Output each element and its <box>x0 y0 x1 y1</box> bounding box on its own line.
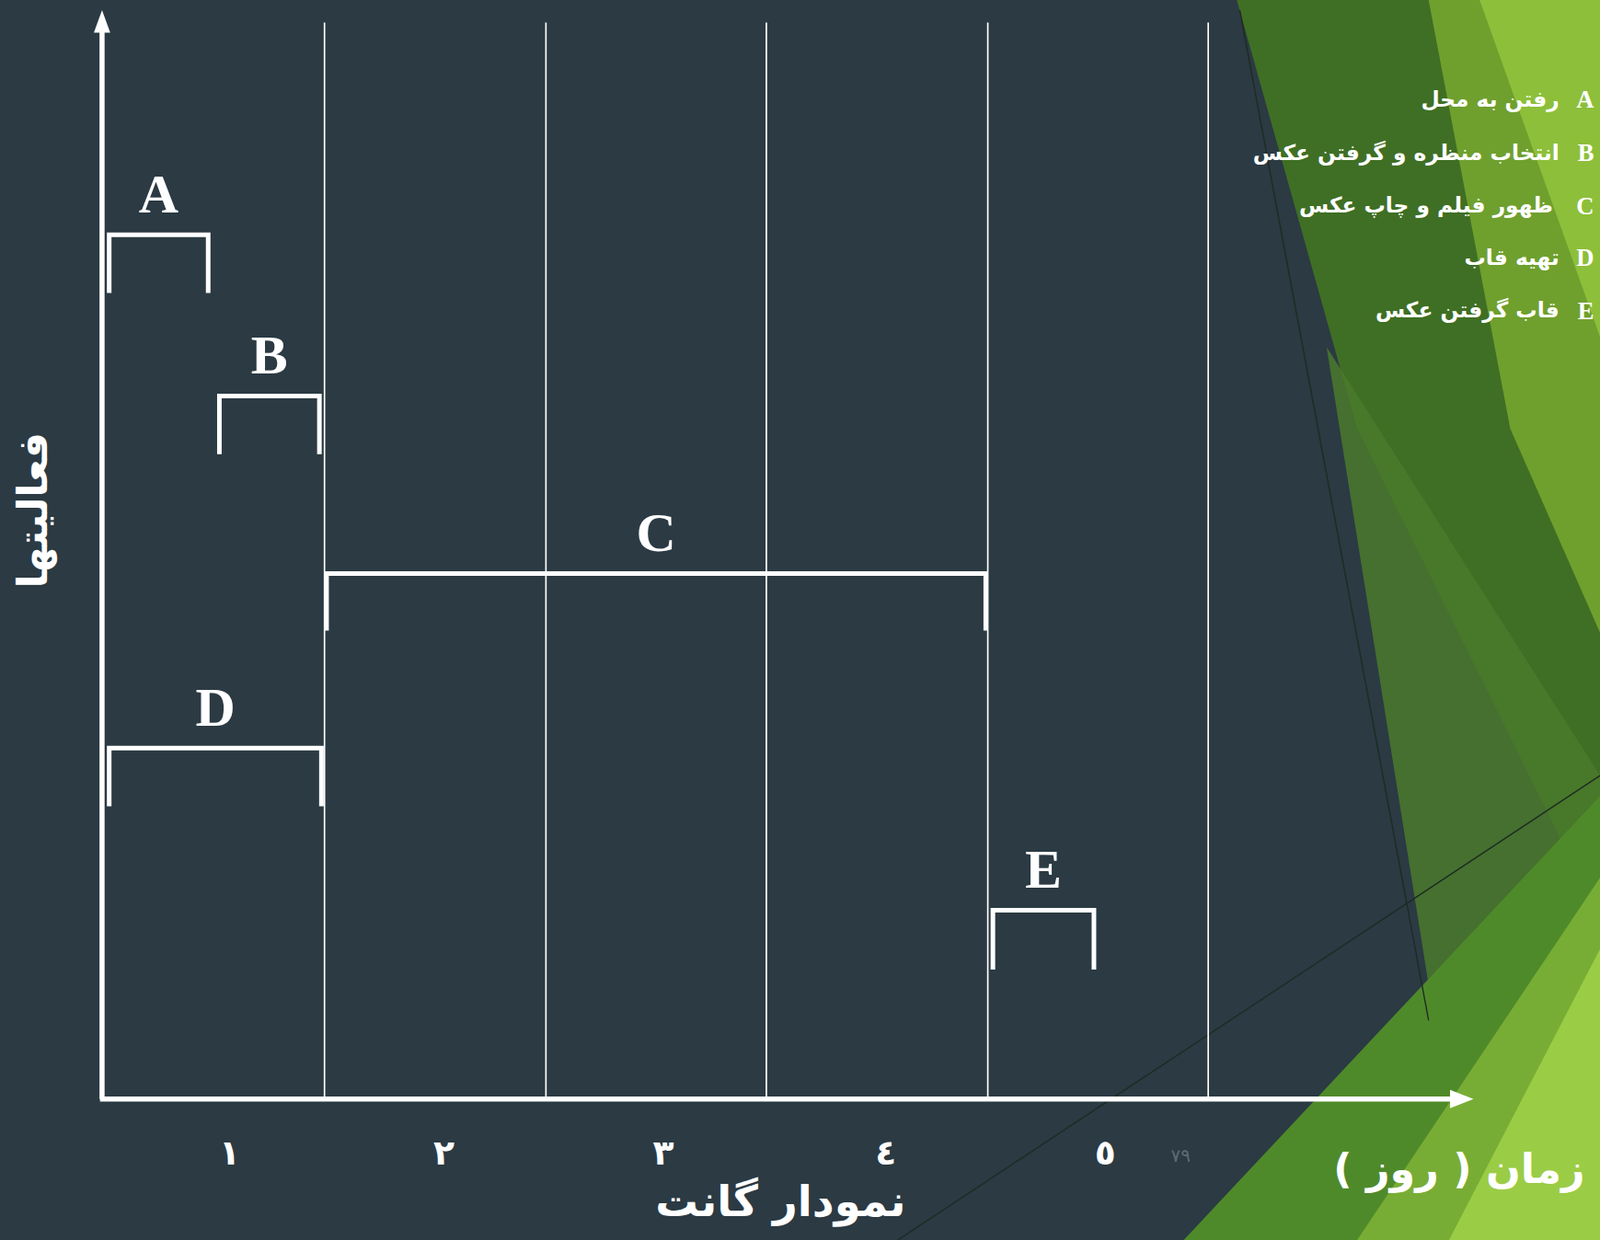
bar-line <box>326 573 986 631</box>
bar-line <box>109 748 323 806</box>
day-number: ٤ <box>874 1132 897 1175</box>
page-number: ٧٩ <box>1171 1144 1191 1167</box>
legend-letter: B <box>1577 138 1595 168</box>
legend-letter: E <box>1577 296 1595 326</box>
axes <box>93 10 1474 1109</box>
activity-letter: B <box>217 322 322 389</box>
gantt-bar: A <box>106 161 210 293</box>
legend-text: تهیه قاب <box>1463 245 1559 272</box>
gantt-bar: E <box>990 837 1096 970</box>
gantt-bar: C <box>324 500 989 632</box>
axis-title: فعالیتها <box>8 432 58 589</box>
chart-title: نمودار گانت <box>655 1176 906 1229</box>
legend-letter: C <box>1576 191 1594 221</box>
bar-line <box>218 395 320 454</box>
grid-lines <box>324 22 1209 1097</box>
green-decoration <box>897 0 1600 1240</box>
day-number: ٢ <box>433 1132 455 1175</box>
day-number: ٣ <box>652 1132 674 1175</box>
gantt-bar: D <box>106 674 323 806</box>
bar-line <box>109 234 209 293</box>
gantt-bar: B <box>217 322 322 455</box>
legend-text: رفتن به محل <box>1420 87 1559 114</box>
bar-line <box>992 910 1094 970</box>
legend-text: قاب گرفتن عکس <box>1375 298 1560 324</box>
legend-text: انتخاب منظره و گرفتن عکس <box>1253 139 1560 166</box>
legend-letter: D <box>1576 243 1594 274</box>
day-number: ٥ <box>1094 1132 1117 1175</box>
activity-letter: E <box>990 837 1096 903</box>
activity-letter: C <box>324 500 989 566</box>
legend-letter: A <box>1576 85 1594 116</box>
day-number: ١ <box>218 1132 241 1175</box>
legend-text: ظهور فیلم و چاپ عکس <box>1299 193 1554 219</box>
activity-letter: A <box>106 161 210 227</box>
activity-letter: D <box>106 674 323 740</box>
axis-title: زمان ( روز ) <box>1333 1144 1585 1194</box>
